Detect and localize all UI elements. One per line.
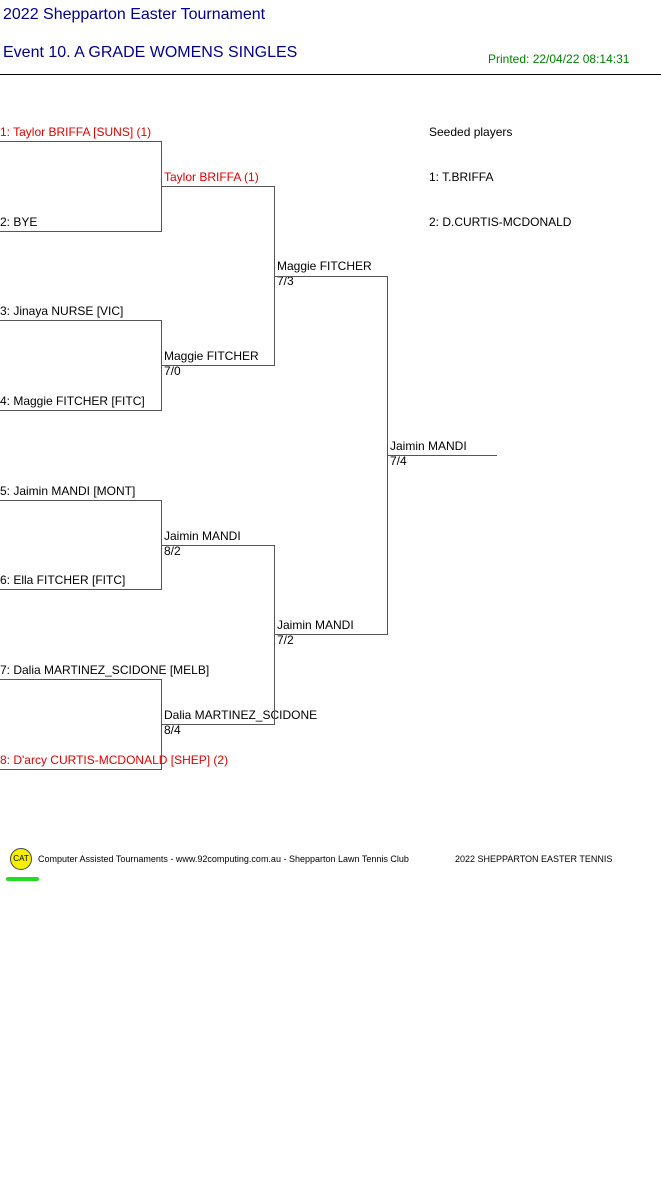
r2-score-2: 7/0 [164,364,181,378]
draw-entry-8[interactable]: 8: D'arcy CURTIS-MCDONALD [SHEP] (2) [0,753,229,767]
draw-line [162,724,275,725]
draw-line [0,500,162,501]
draw-line [161,320,162,411]
tournament-title: 2022 Shepparton Easter Tournament [3,6,266,23]
draw-line [0,141,162,142]
draw-line [275,276,388,277]
draw-line [274,545,275,725]
draw-line [274,186,275,366]
draw-entry-3[interactable]: 3: Jinaya NURSE [VIC] [0,304,124,318]
sf-score-1: 7/3 [277,274,294,288]
draw-entry-7[interactable]: 7: Dalia MARTINEZ_SCIDONE [MELB] [0,663,210,677]
printed-timestamp: Printed: 22/04/22 08:14:31 [488,52,630,66]
draw-line [0,231,162,232]
seed-1: 1: T.BRIFFA [429,170,494,184]
r2-winner-4[interactable]: Dalia MARTINEZ_SCIDONE [164,708,318,722]
footer-credits: Computer Assisted Tournaments - www.92co… [38,854,409,864]
draw-entry-2[interactable]: 2: BYE [0,215,38,229]
draw-line [161,141,162,232]
footer-event-name: 2022 SHEPPARTON EASTER TENNIS [455,854,613,864]
draw-entry-1[interactable]: 1: Taylor BRIFFA [SUNS] (1) [0,125,152,139]
draw-line [0,679,162,680]
r2-score-3: 8/2 [164,544,181,558]
draw-entry-5[interactable]: 5: Jaimin MANDI [MONT] [0,484,136,498]
r2-winner-3[interactable]: Jaimin MANDI [164,529,241,543]
sf-winner-2[interactable]: Jaimin MANDI [277,618,354,632]
seeded-players-heading: Seeded players [429,125,513,139]
draw-line [162,545,275,546]
sf-score-2: 7/2 [277,633,294,647]
event-title: Event 10. A GRADE WOMENS SINGLES [3,44,298,61]
draw-line [0,589,162,590]
cat-logo: CAT [10,848,32,870]
r2-winner-1[interactable]: Taylor BRIFFA (1) [164,170,259,184]
draw-line [162,186,275,187]
draw-line [0,320,162,321]
r2-winner-2[interactable]: Maggie FITCHER [164,349,259,363]
draw-line [275,634,388,635]
draw-entry-6[interactable]: 6: Ella FITCHER [FITC] [0,573,126,587]
draw-line [388,455,497,456]
seed-2: 2: D.CURTIS-MCDONALD [429,215,572,229]
draw-line [0,410,162,411]
header-divider [0,74,661,75]
draw-line [161,679,162,770]
draw-line [162,365,275,366]
r2-score-4: 8/4 [164,723,181,737]
draw-entry-4[interactable]: 4: Maggie FITCHER [FITC] [0,394,145,408]
final-winner[interactable]: Jaimin MANDI [390,439,467,453]
draw-line [161,500,162,590]
draw-line [0,769,162,770]
final-score: 7/4 [390,454,407,468]
sf-winner-1[interactable]: Maggie FITCHER [277,259,372,273]
logo-underline [6,877,39,881]
draw-line [387,276,388,635]
